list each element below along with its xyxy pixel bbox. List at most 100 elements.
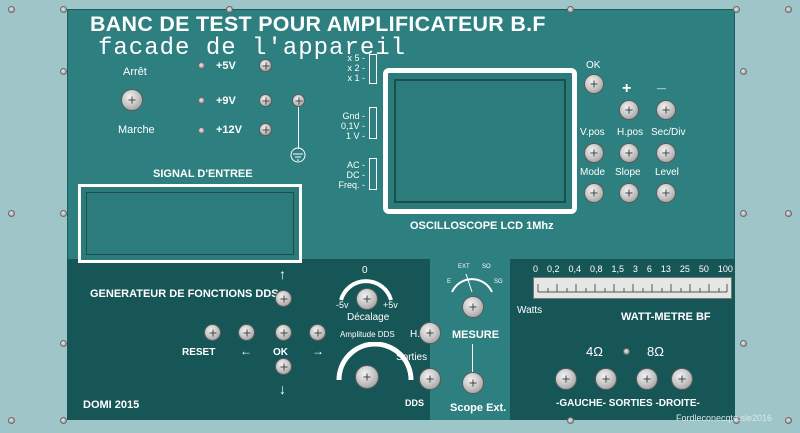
scale-13: 13 — [660, 264, 671, 274]
amplitude-label: Amplitude DDS — [340, 330, 395, 339]
right-out-2[interactable] — [671, 368, 693, 390]
panel-subtitle: facade de l'appareil — [98, 35, 407, 62]
screw-icon — [60, 6, 67, 13]
wattmetre-title: WATT-METRE BF — [621, 311, 711, 323]
credit-label: DOMI 2015 — [83, 399, 140, 411]
gain-switch[interactable] — [369, 54, 377, 84]
vpos-label: V.pos — [580, 127, 605, 138]
left-arrow-icon: ← — [240, 344, 252, 358]
right-button[interactable] — [309, 324, 326, 341]
ground-terminal[interactable] — [292, 94, 305, 107]
generator-panel — [67, 259, 333, 420]
v1-label: 1 V - — [345, 131, 365, 141]
plus-label: + — [622, 80, 632, 97]
signal-display — [78, 184, 302, 263]
amplitude-knob[interactable] — [355, 365, 379, 389]
scale-3: 3 — [632, 264, 638, 274]
v01-label: 0,1V - — [340, 121, 365, 131]
screw-icon — [567, 6, 574, 13]
minus-button[interactable] — [656, 100, 676, 120]
up-button[interactable] — [275, 290, 292, 307]
dds-label: DDS — [405, 398, 425, 408]
level-button[interactable] — [656, 183, 676, 203]
mode-button[interactable] — [584, 183, 604, 203]
marche-label: Marche — [118, 124, 155, 136]
screw-icon — [198, 97, 205, 104]
zero-label: 0 — [362, 265, 368, 276]
dc-label: DC - — [346, 170, 366, 180]
offset-knob[interactable] — [356, 288, 378, 310]
ok-label: OK — [586, 60, 601, 71]
ext-label: EXT — [458, 264, 470, 270]
scale-02: 0,2 — [546, 264, 560, 274]
hv-output[interactable] — [419, 322, 441, 344]
screw-icon — [8, 6, 15, 13]
secdiv-button[interactable] — [656, 143, 676, 163]
screw-icon — [740, 340, 747, 347]
coupling-switch[interactable] — [369, 158, 377, 190]
arret-label: Arrêt — [123, 66, 147, 78]
screw-icon — [733, 417, 740, 424]
x5-label: x 5 - — [347, 53, 365, 63]
ohm4-label: 4Ω — [586, 344, 603, 359]
down-button[interactable] — [275, 358, 292, 375]
power-switch[interactable] — [121, 89, 143, 111]
scope-ext-label: Scope Ext. — [450, 402, 507, 414]
decalage-label: Décalage — [347, 312, 390, 323]
screw-icon — [567, 417, 574, 424]
freq-label: Freq. - — [338, 180, 365, 190]
left-out-1[interactable] — [555, 368, 577, 390]
reset-label: RESET — [182, 347, 216, 358]
offset-dial-arc — [339, 279, 393, 301]
dds-output[interactable] — [419, 368, 441, 390]
scale-04: 0,4 — [568, 264, 581, 274]
secdiv-label: Sec/Div — [651, 127, 686, 138]
ok-button[interactable] — [584, 74, 604, 94]
ok-gen-label: OK — [273, 347, 288, 358]
ohm8-label: 8Ω — [647, 344, 664, 359]
down-arrow-icon: ↓ — [279, 381, 286, 397]
vpos-button[interactable] — [584, 143, 604, 163]
x2-label: x 2 - — [347, 63, 365, 73]
mode-label: Mode — [580, 167, 606, 178]
watt-bargraph — [533, 277, 732, 299]
right-arrow-icon: → — [312, 344, 324, 358]
sorties-label: Sorties — [396, 352, 428, 363]
ground-icon — [290, 147, 306, 163]
screw-icon — [60, 340, 67, 347]
v12-terminal[interactable] — [259, 123, 272, 136]
scale-08: 0,8 — [589, 264, 603, 274]
left-out-2[interactable] — [595, 368, 617, 390]
slope-button[interactable] — [619, 183, 639, 203]
v5-terminal[interactable] — [259, 59, 272, 72]
screw-icon — [785, 417, 792, 424]
panel-title: BANC DE TEST POUR AMPLIFICATEUR B.F — [90, 13, 546, 36]
oscilloscope-label: OSCILLOSCOPE LCD 1Mhz — [410, 220, 554, 232]
ac-label: AC - — [347, 160, 365, 170]
hpos-button[interactable] — [619, 143, 639, 163]
scale-15: 1,5 — [611, 264, 624, 274]
mesure-label: MESURE — [452, 329, 500, 341]
left-button[interactable] — [238, 324, 255, 341]
ok-gen-button[interactable] — [275, 324, 292, 341]
right-out-1[interactable] — [636, 368, 658, 390]
mesure-selector-arc — [451, 273, 493, 293]
screw-icon — [60, 210, 67, 217]
slope-label: Slope — [615, 167, 641, 178]
v12-label: +12V — [216, 124, 242, 136]
screw-icon — [785, 210, 792, 217]
screw-icon — [60, 417, 67, 424]
mesure-selector[interactable] — [462, 296, 484, 318]
watt-scale: 0 0,2 0,4 0,8 1,5 3 6 13 25 50 100 — [533, 264, 733, 274]
e-label: E — [447, 279, 452, 285]
generator-title: GENERATEUR DE FONCTIONS DDS — [90, 288, 279, 300]
scope-ext-input[interactable] — [462, 372, 484, 394]
plus-button[interactable] — [619, 100, 639, 120]
screw-icon — [785, 6, 792, 13]
v9-terminal[interactable] — [259, 94, 272, 107]
screw-icon — [198, 127, 205, 134]
screw-icon — [733, 6, 740, 13]
oscilloscope-screen — [383, 68, 577, 214]
reset-button[interactable] — [204, 324, 221, 341]
range-switch[interactable] — [369, 107, 377, 139]
